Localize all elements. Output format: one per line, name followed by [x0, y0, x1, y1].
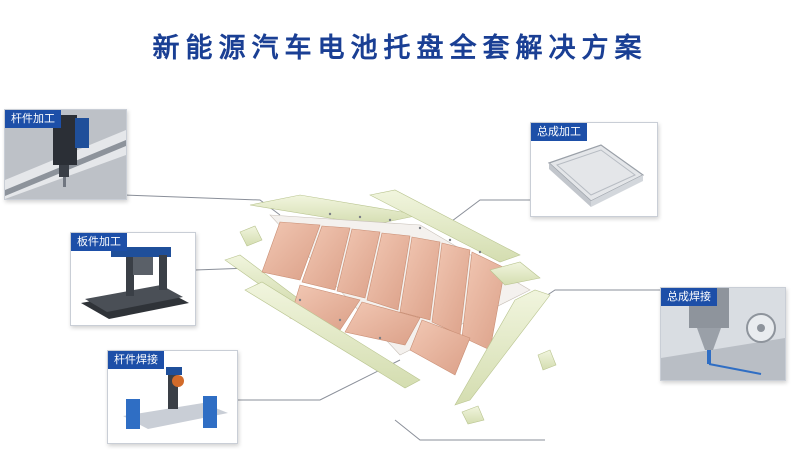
panel-rod-welding: 杆件焊接 [107, 350, 238, 444]
cooling-plates [261, 221, 506, 376]
right-upper-rail [369, 189, 521, 263]
page-title: 新能源汽车电池托盘全套解决方案 [152, 33, 648, 64]
left-lower-rail [244, 281, 421, 389]
panel-assembly-machining: 总成加工 [530, 122, 658, 217]
panel-rod-machining: 杆件加工 [4, 109, 127, 200]
bracket [239, 225, 263, 247]
right-lower-rail [454, 289, 551, 406]
panel-assembly-machining-label: 总成加工 [531, 123, 587, 141]
bracket [461, 405, 485, 425]
rivet-holes [298, 212, 482, 340]
connector-rod-welding [236, 359, 401, 401]
assembly-machining-photo [531, 123, 657, 216]
bracket [537, 349, 557, 371]
panel-assembly-welding: 总成焊接 [660, 287, 786, 381]
assembly-welding-photo [661, 288, 785, 380]
corner-rail [489, 261, 541, 286]
connector-rod-machining [124, 194, 281, 216]
panel-assembly-welding-label: 总成焊接 [661, 288, 717, 306]
panel-plate-machining-label: 板件加工 [71, 233, 127, 251]
plate-machining-photo [71, 233, 195, 325]
panel-rod-welding-label: 杆件焊接 [108, 351, 164, 369]
connector-bottom [394, 419, 545, 441]
panel-plate-machining: 板件加工 [70, 232, 196, 326]
panel-rod-machining-label: 杆件加工 [5, 110, 61, 128]
